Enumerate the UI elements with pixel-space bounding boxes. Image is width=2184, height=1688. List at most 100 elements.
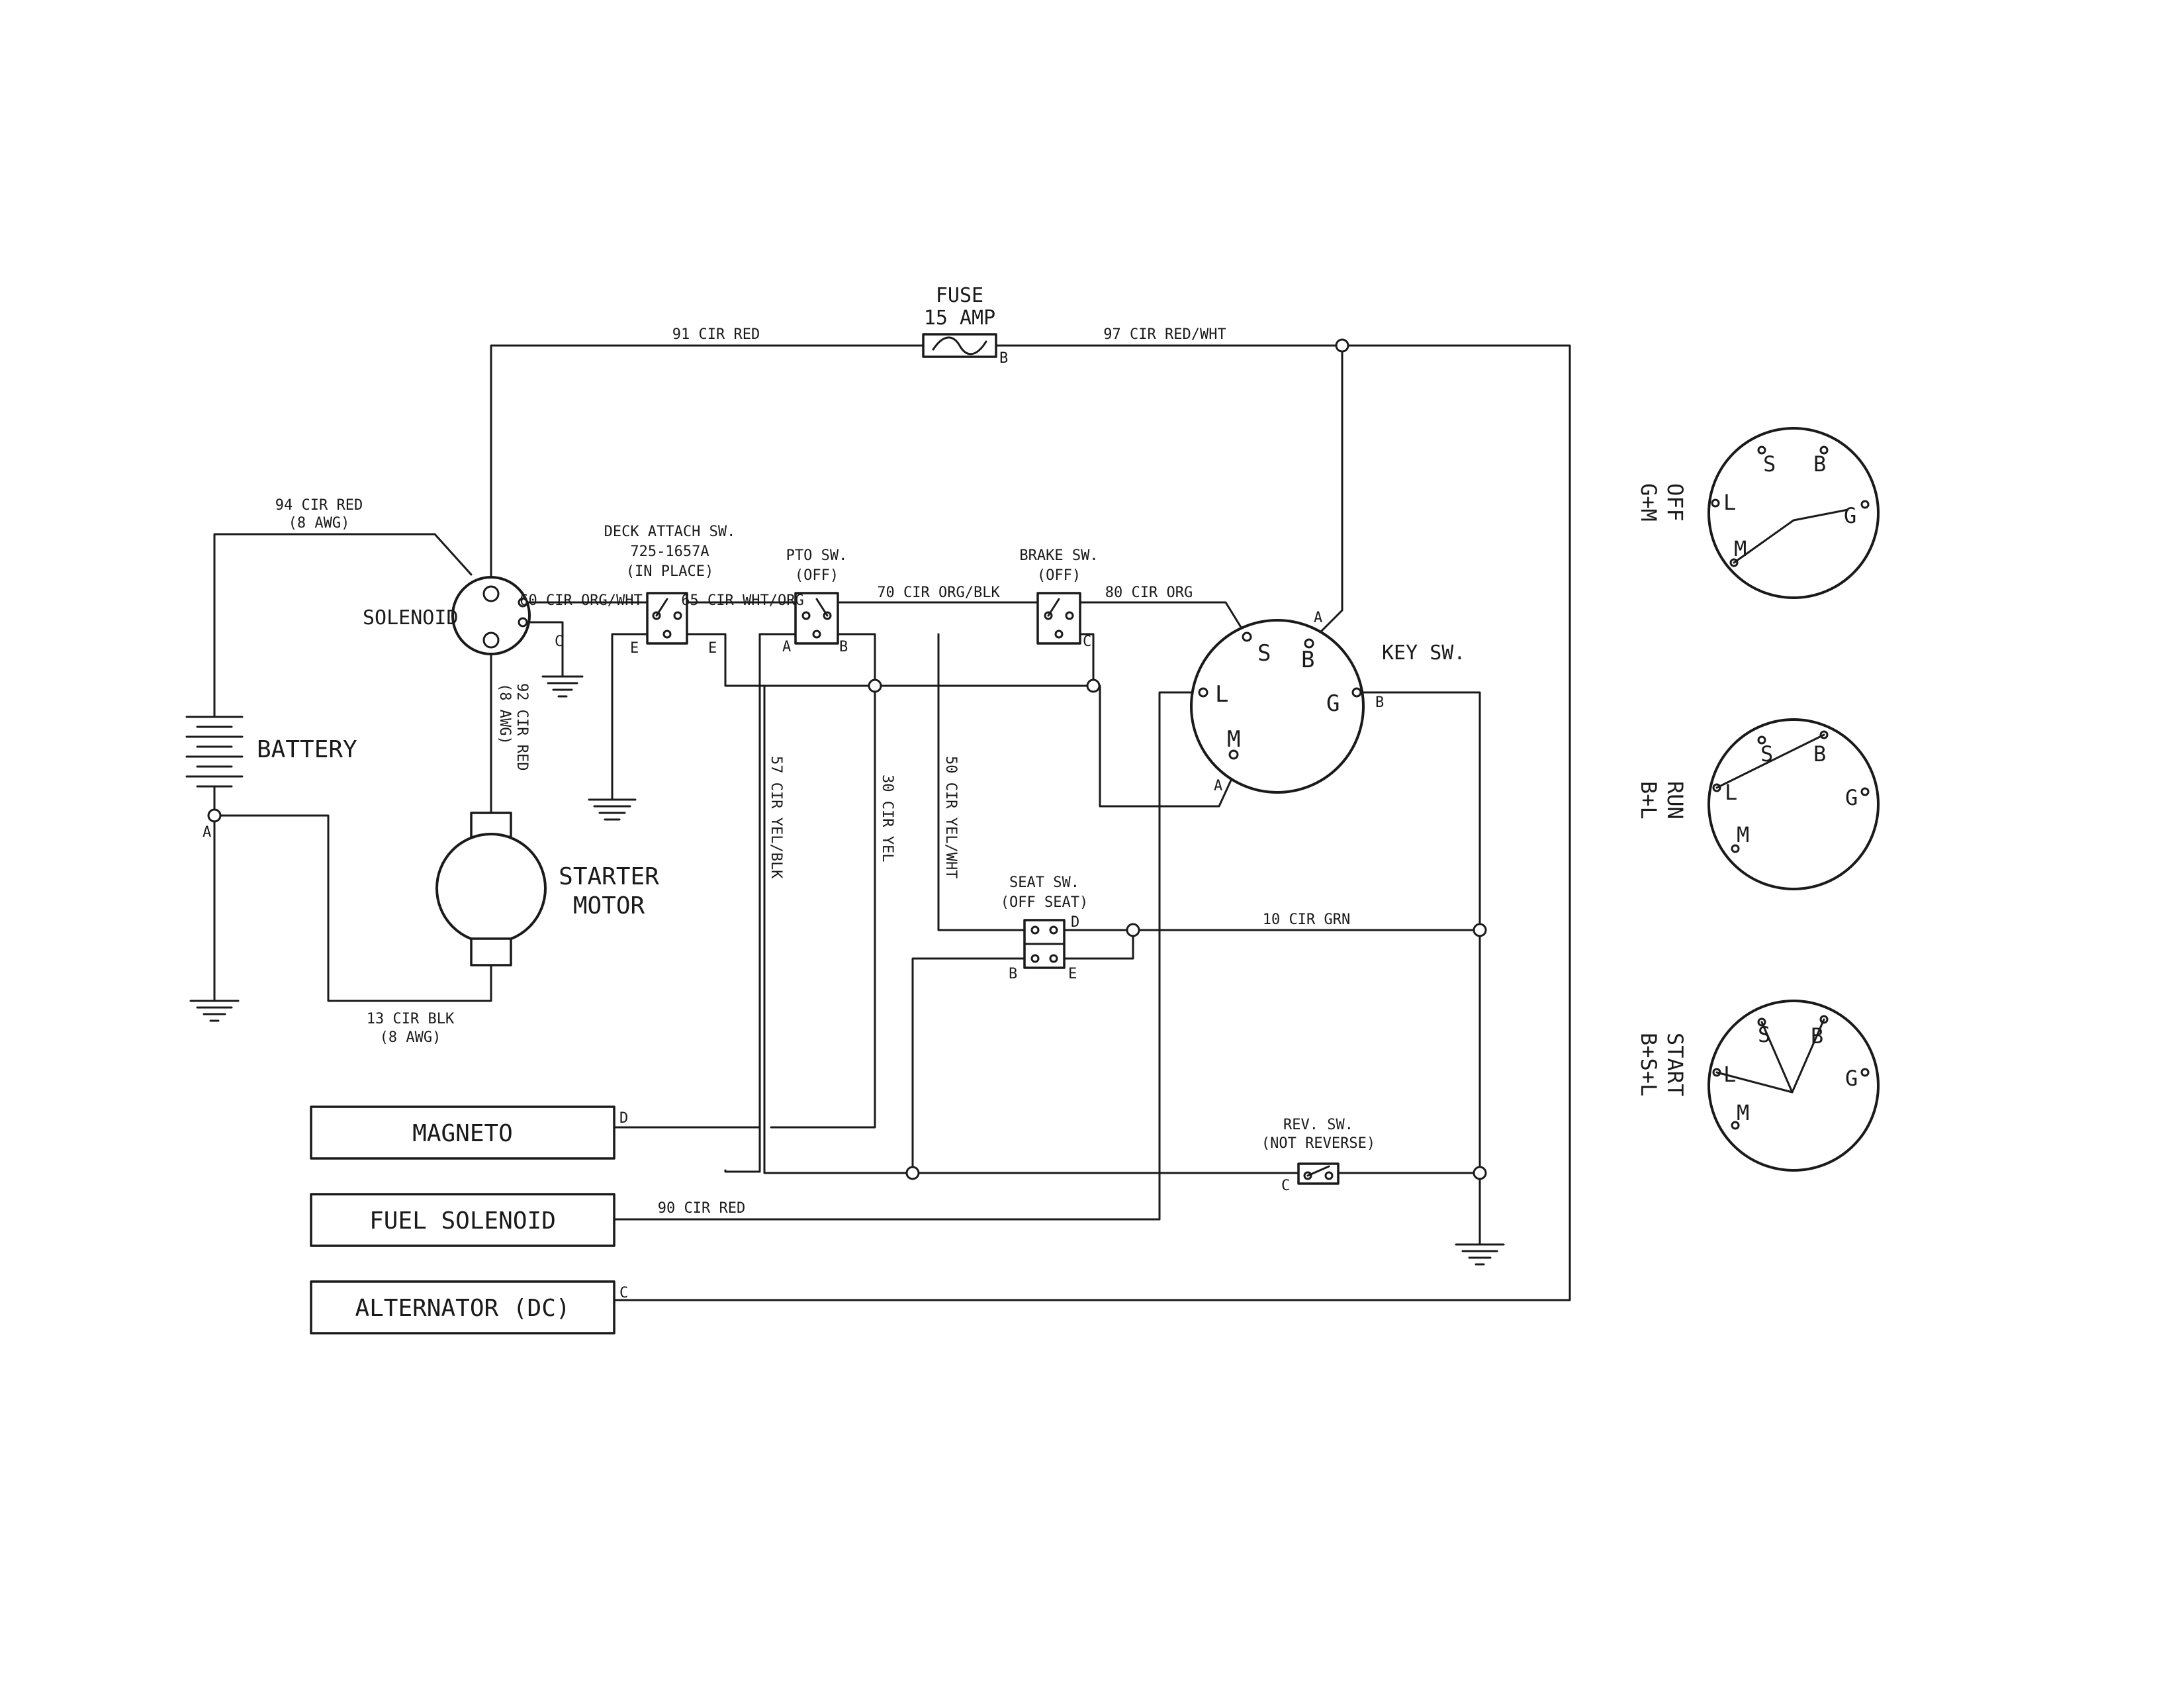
junction-dot bbox=[905, 1166, 920, 1180]
wire-seat-e bbox=[1063, 929, 1134, 960]
pto-terminal-a: A bbox=[782, 639, 791, 655]
start-position-connects: B+S+L bbox=[1636, 1033, 1661, 1096]
fuel-solenoid-label: FUEL SOLENOID bbox=[369, 1207, 556, 1235]
magneto-terminal-d: D bbox=[619, 1110, 628, 1127]
wire-label-57: 57 CIR YEL/BLK bbox=[768, 756, 784, 879]
key-terminal-a-bottom: A bbox=[1214, 778, 1222, 794]
wire-labels: 91 CIR RED 97 CIR RED/WHT 94 CIR RED (8 … bbox=[275, 326, 1350, 1217]
key-terminal-b-right: B bbox=[1375, 694, 1384, 711]
wire-label-94-gauge: (8 AWG) bbox=[289, 515, 350, 532]
wire-key-l bbox=[613, 691, 1199, 1221]
ground-icon bbox=[588, 798, 637, 821]
key-sw-label: KEY SW. bbox=[1382, 641, 1465, 665]
deck-label-line2: 725-1657A bbox=[630, 543, 709, 560]
wire-94 bbox=[213, 533, 473, 718]
start-terminal-s: S bbox=[1758, 1022, 1770, 1047]
wire-label-94: 94 CIR RED bbox=[275, 497, 363, 514]
wire-label-65: 65 CIR WHT/ORG bbox=[681, 592, 803, 609]
solenoid: SOLENOID C bbox=[363, 576, 563, 655]
battery: BATTERY A bbox=[185, 716, 357, 841]
wire-key-g bbox=[1355, 691, 1481, 1246]
starter-label-line1: STARTER bbox=[559, 863, 659, 890]
wire-label-50: 50 CIR YEL/WHT bbox=[942, 756, 959, 878]
off-terminal-s: S bbox=[1763, 451, 1776, 477]
battery-terminal-a: A bbox=[203, 824, 211, 841]
wire-label-13-gauge: (8 AWG) bbox=[380, 1029, 441, 1046]
key-terminal-a-top: A bbox=[1314, 610, 1322, 626]
deck-label-line1: DECK ATTACH SW. bbox=[604, 524, 736, 540]
wire-seat-b bbox=[911, 957, 1026, 1174]
wire-label-13: 13 CIR BLK bbox=[367, 1011, 455, 1027]
key-terminal-s: S bbox=[1257, 640, 1271, 667]
wire-13 bbox=[213, 814, 492, 1002]
ground-icon bbox=[189, 1000, 240, 1022]
wire-80 bbox=[1075, 601, 1248, 638]
fuse-title: FUSE bbox=[936, 284, 983, 307]
seat-label-line2: (OFF SEAT) bbox=[1001, 894, 1088, 911]
wire-label-80: 80 CIR ORG bbox=[1105, 585, 1193, 601]
key-switch: S B L G M A B A KEY SW. bbox=[1190, 610, 1465, 794]
alternator-terminal-c: C bbox=[619, 1285, 628, 1301]
key-terminal-l: L bbox=[1215, 681, 1228, 708]
deck-terminal-e: E bbox=[630, 640, 639, 657]
off-terminal-g: G bbox=[1844, 503, 1856, 528]
wire-label-92: 92 CIR RED bbox=[514, 683, 530, 771]
key-position-start: S B L G M START B+S+L bbox=[1636, 1000, 1880, 1172]
off-position-connects: G+M bbox=[1636, 483, 1661, 522]
fuse: FUSE 15 AMP B bbox=[922, 284, 1008, 367]
wire-label-92-gauge: (8 AWG) bbox=[496, 683, 513, 745]
seat-switch: SEAT SW. (OFF SEAT) D B E bbox=[1001, 874, 1088, 982]
ground-icon bbox=[1455, 1243, 1505, 1266]
alternator-module: ALTERNATOR (DC) C bbox=[310, 1280, 628, 1335]
brake-label-line2: (OFF) bbox=[1037, 567, 1081, 584]
junction-dot bbox=[1086, 679, 1101, 693]
wire-deck-e bbox=[684, 633, 876, 687]
wire-pto-a bbox=[724, 633, 799, 1173]
key-position-off: S B L G M OFF G+M bbox=[1636, 427, 1880, 599]
junction-dot bbox=[207, 808, 222, 823]
starter-label-line2: MOTOR bbox=[573, 892, 645, 919]
run-terminal-l: L bbox=[1725, 780, 1737, 805]
wire-deck-ground bbox=[611, 633, 652, 801]
start-terminal-l: L bbox=[1723, 1062, 1736, 1087]
wire-label-10: 10 CIR GRN bbox=[1263, 912, 1350, 928]
deck-attach-switch: DECK ATTACH SW. 725-1657A (IN PLACE) E E bbox=[604, 524, 736, 657]
rev-label-line2: (NOT REVERSE) bbox=[1261, 1135, 1375, 1152]
wire-brake-c bbox=[1075, 633, 1095, 687]
run-terminal-b: B bbox=[1813, 741, 1826, 767]
wire-97 bbox=[613, 344, 1571, 1301]
magneto-label: MAGNETO bbox=[412, 1120, 513, 1147]
seat-terminal-e: E bbox=[1068, 966, 1077, 982]
off-terminal-l: L bbox=[1723, 490, 1736, 515]
wire-key-b-top bbox=[1308, 344, 1343, 645]
starter-motor: STARTER MOTOR bbox=[435, 812, 659, 966]
brake-terminal-c: C bbox=[1083, 633, 1091, 650]
start-terminal-b: B bbox=[1811, 1023, 1823, 1049]
deck-label-line3: (IN PLACE) bbox=[626, 563, 713, 580]
fuel-solenoid-module: FUEL SOLENOID bbox=[310, 1193, 615, 1247]
run-terminal-s: S bbox=[1760, 741, 1773, 767]
start-terminal-g: G bbox=[1845, 1066, 1858, 1091]
wire-91 bbox=[490, 344, 925, 604]
rev-switch: REV. SW. (NOT REVERSE) C bbox=[1261, 1117, 1375, 1194]
brake-switch: BRAKE SW. (OFF) C bbox=[1019, 547, 1098, 650]
start-terminal-m: M bbox=[1737, 1100, 1749, 1125]
junction-dot bbox=[1126, 923, 1140, 937]
junction-dot bbox=[868, 679, 882, 693]
alternator-label: ALTERNATOR (DC) bbox=[355, 1295, 570, 1322]
junction-dots bbox=[207, 338, 1487, 1180]
key-terminal-b: B bbox=[1301, 647, 1314, 673]
seat-terminal-d: D bbox=[1071, 914, 1079, 931]
wires bbox=[213, 344, 1571, 1301]
wire-30 bbox=[770, 684, 876, 1129]
ground-symbols bbox=[189, 675, 1505, 1266]
seat-terminal-b: B bbox=[1009, 966, 1017, 982]
rev-label-line1: REV. SW. bbox=[1283, 1117, 1353, 1133]
wire-label-60: 60 CIR ORG/WHT bbox=[520, 592, 642, 609]
solenoid-label: SOLENOID bbox=[363, 606, 459, 630]
rev-terminal-c: C bbox=[1281, 1178, 1290, 1194]
wire-50 bbox=[937, 633, 1026, 931]
wire-label-97: 97 CIR RED/WHT bbox=[1103, 326, 1226, 343]
off-terminal-b: B bbox=[1813, 451, 1826, 477]
wire-label-90: 90 CIR RED bbox=[658, 1200, 745, 1217]
